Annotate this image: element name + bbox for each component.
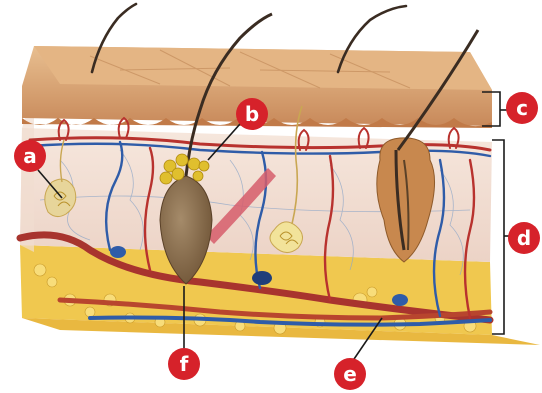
label-marker-c: c — [506, 92, 538, 124]
label-marker-a: a — [14, 140, 46, 172]
label-marker-b: b — [236, 98, 268, 130]
label-marker-d: d — [508, 222, 540, 254]
label-a: a — [23, 144, 37, 168]
label-d: d — [517, 226, 531, 250]
label-f: f — [180, 352, 189, 376]
label-marker-e: e — [334, 358, 366, 390]
label-c: c — [516, 96, 528, 120]
label-e: e — [343, 362, 357, 386]
label-marker-f: f — [168, 348, 200, 380]
label-b: b — [245, 102, 259, 126]
